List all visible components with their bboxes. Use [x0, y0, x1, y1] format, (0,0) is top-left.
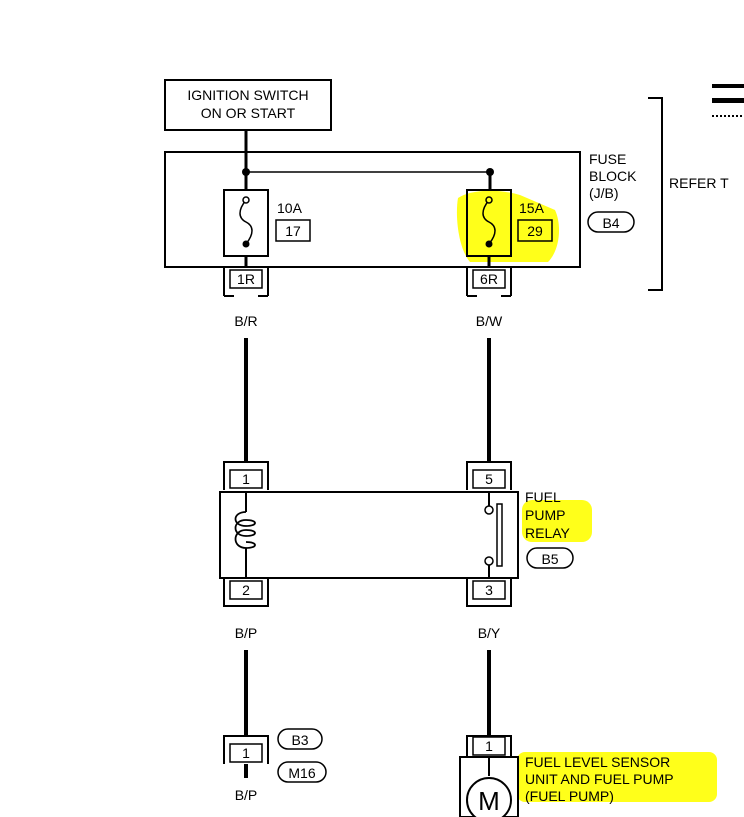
relay-pin5-label: 5 [485, 471, 493, 487]
pump-pin-label: 1 [485, 738, 493, 754]
fuse-block-connector: B4 [602, 215, 619, 231]
fuse-right-symbol [482, 199, 496, 245]
terminal-6r-box [472, 269, 506, 289]
relay-label-line1: FUEL [525, 489, 561, 505]
fuse-right-number: 29 [527, 223, 543, 239]
fuse-left-top-contact [242, 196, 250, 204]
wire-label-left-lower: B/P [235, 625, 258, 641]
pump-pin-bracket [466, 735, 512, 756]
refer-bracket [648, 97, 663, 291]
relay-switch-contact-top [484, 505, 494, 515]
fuse-left-bottom-contact [242, 240, 250, 248]
ground-conn1: B3 [291, 732, 308, 748]
wire-label-left-upper: B/R [234, 313, 257, 329]
pump-label-line2: UNIT AND FUEL PUMP [525, 771, 674, 787]
relay-pin5-box [472, 469, 506, 489]
motor-icon [466, 777, 512, 817]
relay-coil [234, 511, 256, 549]
fuse-block-label-line3: (J/B) [589, 185, 619, 201]
fuse-right-bottom-contact [485, 240, 493, 248]
fuse-block-connector-badge [587, 211, 635, 233]
motor-label: M [478, 786, 500, 816]
terminal-1r-box [229, 269, 263, 289]
fuse-left-number-box [275, 219, 311, 242]
fuse-block-label-line2: BLOCK [589, 168, 637, 184]
terminal-6r-label: 6R [480, 271, 498, 287]
legend-bar-1 [712, 84, 744, 88]
relay-pin1-box [229, 469, 263, 489]
fuse-right-rating: 15A [519, 200, 545, 216]
relay-pin2-bracket [223, 578, 269, 607]
relay-label-highlight [522, 500, 592, 542]
relay-label-line2: PUMP [525, 507, 565, 523]
pump-pin-box [472, 736, 506, 756]
pump-label-line3: (FUEL PUMP) [525, 788, 614, 804]
relay-switch-armature [496, 503, 503, 567]
relay-connector: B5 [541, 551, 558, 567]
ground-pin-box [229, 743, 263, 763]
relay-pin3-label: 3 [485, 582, 493, 598]
fuse-right-top-contact [485, 196, 493, 204]
pump-label-highlight [517, 752, 717, 802]
pump-label-line1: FUEL LEVEL SENSOR [525, 754, 670, 770]
wire-label-bottom: B/P [235, 787, 258, 803]
relay-pin1-label: 1 [242, 471, 250, 487]
relay-pin1-bracket [223, 461, 269, 490]
relay-box [219, 491, 519, 579]
relay-connector-badge [526, 547, 574, 569]
ignition-switch-line2: ON OR START [201, 105, 296, 121]
fuse-block-box [164, 151, 581, 268]
ground-conn2-badge [277, 761, 327, 783]
ground-pin-label: 1 [242, 745, 250, 761]
fuse-left-symbol [239, 199, 253, 245]
relay-pin2-label: 2 [242, 582, 250, 598]
fuse-left-rating: 10A [277, 200, 303, 216]
ground-conn1-badge [277, 728, 323, 750]
fuse-29-highlight [456, 190, 560, 262]
ground-conn2: M16 [288, 765, 315, 781]
legend-bar-2 [712, 98, 744, 103]
fuse-right-number-box [517, 219, 553, 242]
refer-text: REFER T [669, 175, 729, 191]
wire-label-right-upper: B/W [476, 313, 503, 329]
relay-pin3-box [472, 580, 506, 600]
ground-pin-bracket [223, 735, 269, 764]
terminal-1r-bracket [223, 268, 269, 297]
relay-pin5-bracket [466, 461, 512, 490]
relay-pin3-bracket [466, 578, 512, 607]
relay-label-line3: RELAY [525, 525, 571, 541]
fuse-block-label-line1: FUSE [589, 151, 626, 167]
fuse-left-number: 17 [285, 223, 301, 239]
ignition-switch-line1: IGNITION SWITCH [187, 87, 308, 103]
wire-label-right-lower: B/Y [478, 625, 501, 641]
relay-pin2-box [229, 580, 263, 600]
relay-switch-contact-bottom [484, 556, 494, 566]
terminal-6r-bracket [466, 268, 512, 297]
ignition-switch-box [164, 79, 332, 131]
terminal-1r-label: 1R [237, 271, 255, 287]
